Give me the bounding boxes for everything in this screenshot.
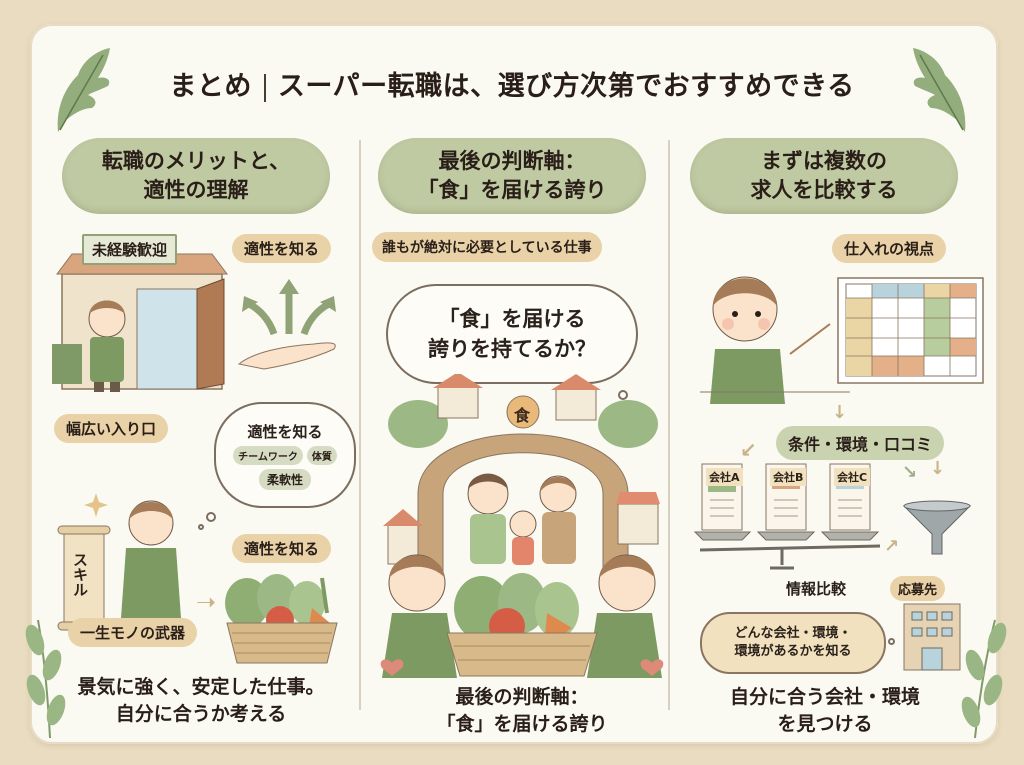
cloud-line: 「食」を届ける — [438, 307, 586, 331]
thought-dot — [618, 390, 628, 400]
shop-sign: 未経験歓迎 — [82, 234, 178, 265]
aptitude-thought-bubble: 適性を知る チームワーク 体質 柔軟性 — [214, 402, 356, 508]
thought-dot — [198, 524, 204, 530]
header-line: 「食」を届ける誇り — [417, 178, 607, 202]
thought-line: どんな会社・環境・ — [734, 626, 852, 641]
leaf-bottom-left-icon — [25, 619, 66, 739]
tag-wide-entry: 幅広い入り口 — [54, 414, 169, 443]
pride-thought-bubble: 「食」を届ける 誇りを持てるか？ — [386, 284, 638, 384]
info-compare-label: 情報比較 — [786, 580, 847, 598]
header-line: まずは複数の — [761, 149, 887, 173]
caption-line: 「食」を届ける誇り — [436, 713, 608, 735]
arrow-down-left-icon: ↙ — [740, 438, 757, 462]
leaf-bottom-right-icon — [961, 619, 1007, 739]
trait-constitution: 体質 — [306, 445, 337, 465]
column-caption: 自分に合う会社・環境 を見つける — [690, 684, 960, 738]
caption-line: を見つける — [777, 713, 873, 735]
vegetable-basket-illustration — [225, 574, 338, 664]
column-header: 最後の判断軸： 「食」を届ける誇り — [378, 138, 646, 214]
thought-title: 適性を知る — [247, 422, 323, 441]
criteria-pill: 条件・環境・口コミ — [776, 426, 945, 460]
caption-line: 自分に合う会社・環境 — [729, 686, 920, 708]
arrow-up-right-icon: ↗ — [884, 536, 900, 557]
tag-know-aptitude-2: 適性を知る — [232, 534, 332, 563]
funnel-icon — [902, 500, 972, 555]
company-card-a: 会社A — [706, 468, 743, 486]
worker-pointing-table-illustration — [700, 276, 984, 404]
title-prefix: まとめ — [169, 71, 252, 102]
column-divider — [359, 140, 361, 710]
trait-flexibility: 柔軟性 — [258, 468, 311, 490]
column-caption: 最後の判断軸： 「食」を届ける誇り — [372, 684, 672, 738]
apply-to-tag: 応募先 — [890, 576, 946, 601]
hand-arrows-icon — [237, 279, 336, 370]
column-merits: 転職のメリットと、 適性の理解 未経験歓迎 適性を知る 幅広い入り口 適性を知る… — [46, 138, 356, 738]
scroll-skill-label: スキル — [71, 552, 89, 597]
tag-lifelong-weapon: 一生モノの武器 — [68, 618, 198, 647]
tag-essential-job: 誰もが絶対に必要としている仕事 — [372, 232, 602, 262]
tag-know-aptitude: 適性を知る — [232, 234, 332, 263]
thought-dot — [206, 512, 216, 522]
column-final-criterion: 最後の判断軸： 「食」を届ける誇り 誰もが絶対に必要としている仕事 「食」を届け… — [372, 138, 672, 738]
column-divider — [668, 140, 670, 710]
header-line: 転職のメリットと、 — [101, 149, 291, 173]
arrow-down-right-icon: ↘ — [902, 462, 918, 483]
header-line: 求人を比較する — [750, 178, 898, 202]
column-compare-jobs: まずは複数の 求人を比較する 仕入れの視点 ↓ 条件・環境・口コミ ↙ ↘ ↓ — [690, 138, 990, 738]
arrow-down-icon: ↓ — [930, 458, 946, 479]
food-emblem: 食 — [514, 406, 531, 425]
page-title: まとめスーパー転職は、選び方次第でおすすめできる — [0, 64, 1024, 103]
building-icon — [903, 603, 961, 671]
header-line: 適性の理解 — [143, 178, 249, 202]
leaf-top-left-icon — [57, 48, 110, 132]
cloud-line: 誇りを持てるか？ — [428, 337, 596, 361]
tag-purchasing-view: 仕入れの視点 — [832, 234, 947, 263]
column-header: まずは複数の 求人を比較する — [690, 138, 958, 214]
title-separator — [263, 73, 266, 102]
caption-line: 景気に強く、安定した仕事。 — [77, 676, 325, 698]
leaf-top-right-icon — [913, 48, 966, 132]
thought-dot — [888, 638, 895, 645]
trait-teamwork: チームワーク — [233, 445, 303, 465]
caption-line: 自分に合うか考える — [115, 703, 287, 725]
workers-basket-illustration — [380, 554, 664, 678]
column-header: 転職のメリットと、 適性の理解 — [62, 138, 330, 214]
title-main: スーパー転職は、選び方次第でおすすめできる — [277, 71, 855, 102]
caption-line: 最後の判断軸： — [455, 686, 589, 708]
header-line: 最後の判断軸： — [438, 149, 586, 173]
company-card-c: 会社C — [834, 468, 871, 486]
worker-with-scroll-illustration — [57, 493, 181, 636]
arrow-down-icon: ↓ — [832, 402, 848, 423]
column-caption: 景気に強く、安定した仕事。 自分に合うか考える — [46, 674, 356, 728]
know-companies-thought-bubble: どんな会社・環境・ 環境があるかを知る — [700, 612, 886, 674]
arrow-right-icon: ➝ — [196, 588, 217, 616]
thought-line: 環境があるかを知る — [734, 644, 852, 659]
company-card-b: 会社B — [770, 468, 807, 486]
